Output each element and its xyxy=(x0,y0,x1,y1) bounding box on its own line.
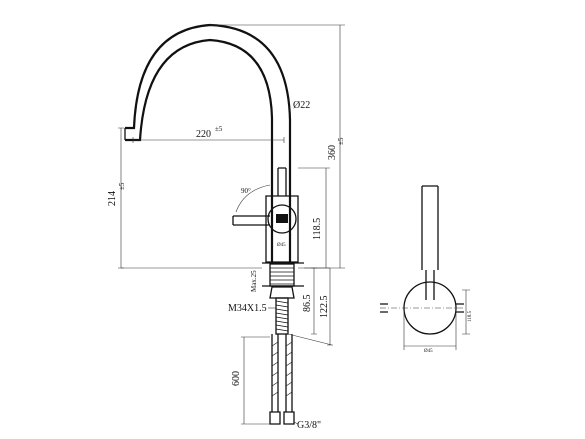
reach-tol: ±5 xyxy=(215,125,223,133)
threaded-shank xyxy=(275,297,289,335)
thread-label: M34X1.5 xyxy=(228,303,267,314)
shank-total-dim xyxy=(287,268,333,346)
front-side-marks xyxy=(380,303,464,313)
flex-hoses xyxy=(271,334,293,412)
spout-inner-contour xyxy=(125,38,274,262)
total-height-label: 360 xyxy=(327,145,338,160)
hose-connectors xyxy=(269,411,295,425)
front-view: Ø45 118.5 xyxy=(380,185,473,354)
countertop-section xyxy=(269,263,295,287)
total-height-dim xyxy=(210,24,345,269)
spout-height-dim xyxy=(118,127,124,269)
body-casing xyxy=(265,195,299,263)
shank-length-label: 86.5 xyxy=(302,295,313,313)
diameter-label: Ø22 xyxy=(293,100,310,111)
total-height-tol: ±5 xyxy=(337,137,345,145)
side-view: 220 ±5 Ø22 90° Ø45 Max.25 M34X1. xyxy=(107,23,345,431)
body-cartridge xyxy=(267,204,297,234)
mounting-nut xyxy=(269,286,295,299)
body-dia-label: Ø45 xyxy=(277,243,286,248)
spout-height-tol: ±5 xyxy=(118,182,126,190)
front-lever xyxy=(425,270,435,300)
lever-angle-label: 90° xyxy=(241,187,251,195)
reach-dim-line xyxy=(132,137,285,143)
front-height-dim xyxy=(462,289,470,335)
body-height-dim xyxy=(298,167,330,269)
hose-length-dim xyxy=(241,336,270,425)
connector-leader xyxy=(293,421,299,425)
connector-label: G3/8" xyxy=(297,420,321,431)
lever-angle-arc xyxy=(235,184,271,213)
hose-length-label: 600 xyxy=(231,371,242,386)
front-spout xyxy=(421,185,439,270)
max-thickness-label: Max.25 xyxy=(250,270,258,292)
cartridge-core xyxy=(276,214,288,223)
front-height-label: 118.5 xyxy=(468,310,473,322)
reach-label: 220 xyxy=(196,129,211,140)
front-width-label: Ø45 xyxy=(424,349,433,354)
body-height-label: 118.5 xyxy=(312,218,323,240)
body-upper xyxy=(277,167,287,196)
shank-total-label: 122.5 xyxy=(319,296,330,319)
shank-length-dim xyxy=(311,267,317,335)
spout-outer-contour xyxy=(125,23,292,262)
spout-height-label: 214 xyxy=(107,191,118,206)
front-width-dim xyxy=(403,310,457,350)
lever-handle xyxy=(232,215,270,226)
